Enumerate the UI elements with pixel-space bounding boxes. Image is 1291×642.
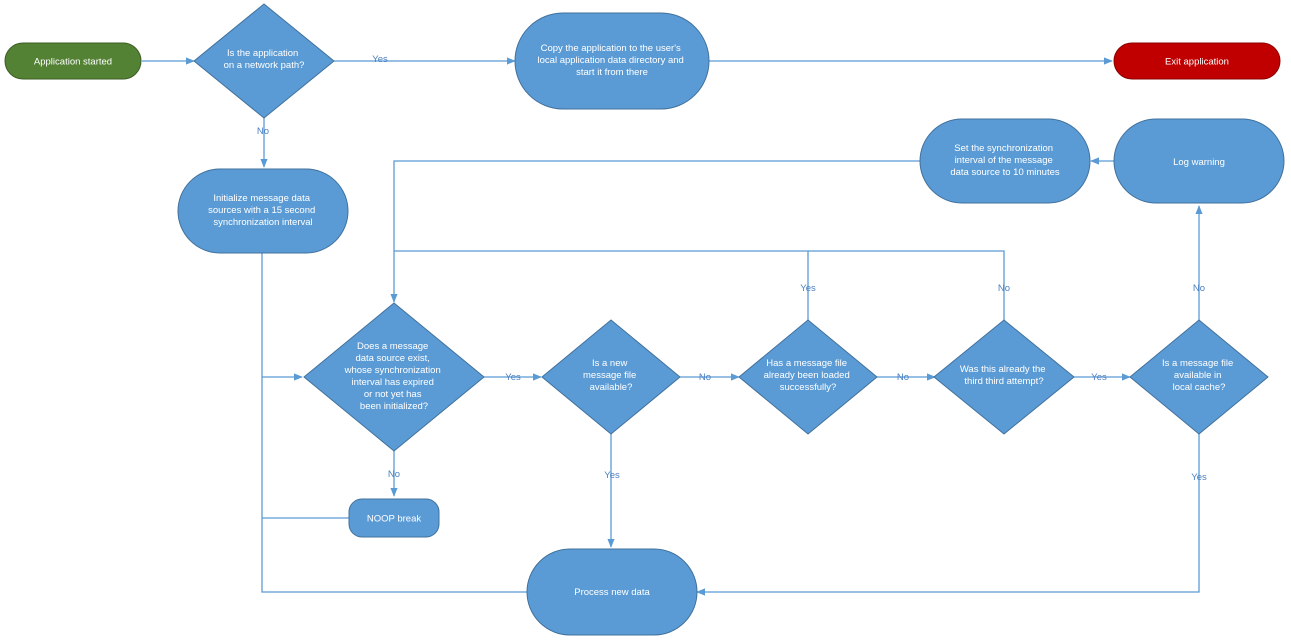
new-file-yes-label: Yes <box>604 470 620 481</box>
loaded-no-label: No <box>897 372 909 383</box>
exit-node <box>1113 42 1281 80</box>
noop-label: NOOP break <box>367 514 421 525</box>
edge-third-no-to-loop <box>808 250 1005 320</box>
new-file-label: Is a new message file available? <box>583 358 639 393</box>
init-sources-node <box>177 168 349 254</box>
network-check-decision <box>193 3 335 119</box>
cache-available-decision <box>1129 319 1269 435</box>
third-yes-label: Yes <box>1091 372 1107 383</box>
cache-yes-label: Yes <box>1191 472 1207 483</box>
start-label: Application started <box>34 57 112 68</box>
edge-labels: Yes No No Yes No Yes No Yes Yes No No Ye… <box>257 54 1207 483</box>
set-interval-label: Set the synchronization interval of the … <box>950 143 1060 178</box>
nodes <box>4 3 1285 636</box>
set-interval-node <box>919 118 1091 204</box>
loaded-yes-label: Yes <box>800 283 816 294</box>
network-yes-label: Yes <box>372 54 388 65</box>
init-sources-label: Initialize message data sources with a 1… <box>208 193 318 228</box>
copy-app-node <box>514 12 710 110</box>
copy-app-label: Copy the application to the user's local… <box>538 43 687 78</box>
edge-init-to-process <box>261 253 527 593</box>
source-exists-label: Does a message data source exist, whose … <box>344 341 444 412</box>
new-file-no-label: No <box>699 372 711 383</box>
process-node <box>526 548 698 636</box>
loaded-before-label: Has a message file already been loaded s… <box>764 358 853 393</box>
third-attempt-label: Was this already the third third attempt… <box>960 364 1048 387</box>
source-exists-no-label: No <box>388 469 400 480</box>
cache-available-label: Is a message file available in local cac… <box>1162 358 1236 393</box>
log-warning-label: Log warning <box>1173 157 1225 168</box>
source-exists-yes-label: Yes <box>505 372 521 383</box>
new-file-decision <box>541 319 681 435</box>
network-no-label: No <box>257 126 269 137</box>
third-no-label: No <box>998 283 1010 294</box>
cache-no-label: No <box>1193 283 1205 294</box>
edge-set-interval-to-loop <box>390 160 920 303</box>
edges <box>142 57 1203 596</box>
log-warning-node <box>1113 118 1285 204</box>
noop-node <box>348 498 440 538</box>
exit-label: Exit application <box>1165 57 1229 68</box>
start-node <box>4 42 142 80</box>
node-labels: Application started Is the application o… <box>34 43 1236 598</box>
process-label: Process new data <box>574 587 650 598</box>
loaded-before-decision <box>738 319 878 435</box>
network-check-label: Is the application on a network path? <box>224 48 305 71</box>
source-exists-decision <box>303 302 485 452</box>
edge-cache-yes-to-process <box>696 433 1200 596</box>
edge-loaded-yes-to-loop <box>394 250 809 320</box>
third-attempt-decision <box>933 319 1075 435</box>
